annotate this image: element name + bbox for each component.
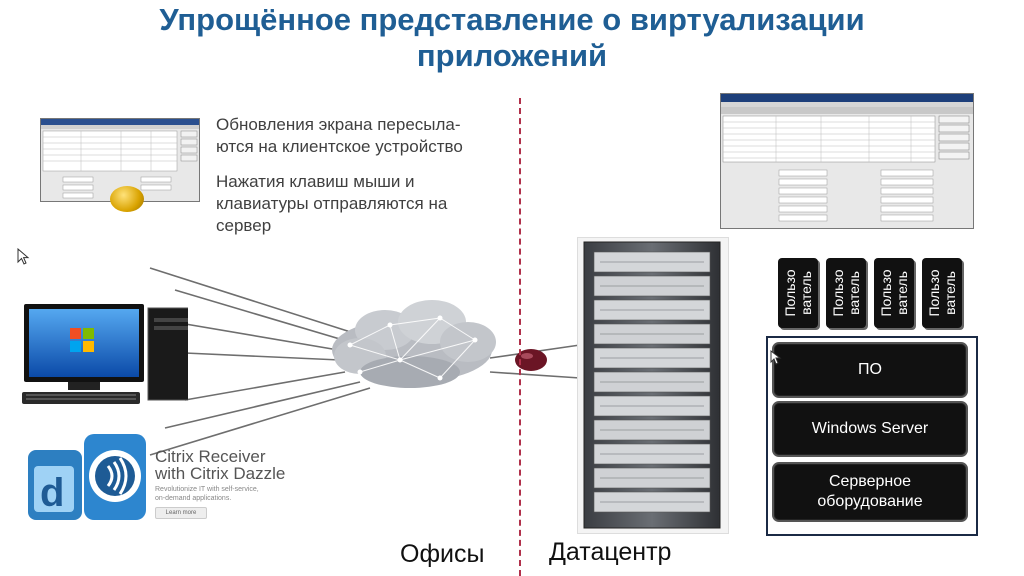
citrix-title-line-1: Citrix Receiver (155, 447, 266, 466)
user-label-3-line-1: Пользо (878, 269, 894, 317)
stack-layer-hardware: Серверное оборудование (772, 462, 968, 522)
title-line-2: приложений (416, 38, 608, 73)
cursor-icon (17, 248, 30, 265)
office-datacenter-divider (519, 98, 521, 576)
network-link (184, 371, 346, 401)
screen-updates-note: Обновления экрана пересыла- ются на клие… (216, 114, 516, 158)
svg-text:d: d (40, 471, 64, 515)
cursor-orb-icon (110, 186, 144, 212)
user-label-1-line-1: Пользо (782, 269, 798, 317)
app-window-graphic (41, 119, 199, 199)
user-label-2-line-1: Пользо (830, 269, 846, 317)
stack-layer-hardware-line-2: оборудование (817, 493, 923, 510)
citrix-title-line-2: with Citrix Dazzle (155, 464, 286, 483)
cloud-icon (332, 300, 496, 388)
server-app-window-thumbnail (720, 93, 974, 229)
user-label-1-line-2: ватель (798, 271, 814, 315)
stack-layer-application: ПО (772, 342, 968, 398)
stack-layer-os: Windows Server (772, 401, 968, 457)
stack-layer-hardware-line-1: Серверное (828, 473, 912, 490)
network-link (174, 289, 361, 346)
citrix-learn-more-button[interactable]: Learn more (155, 507, 207, 519)
title-line-1: Упрощённое представление о виртуализации (159, 2, 865, 37)
user-label-4-line-1: Пользо (926, 269, 942, 317)
input-events-line-3: сервер (216, 216, 272, 235)
desktop-pc-icon (22, 304, 188, 404)
offices-label: Офисы (400, 540, 485, 568)
network-link (164, 381, 361, 429)
network-link (149, 387, 371, 456)
citrix-promo: Citrix Receiver with Citrix Dazzle Revol… (155, 448, 325, 519)
stack-layer-application-label: ПО (858, 361, 882, 378)
screen-updates-line-1: Обновления экрана пересыла- (216, 115, 461, 134)
input-events-line-1: Нажатия клавиш мыши и (216, 172, 415, 191)
user-label-4-line-2: ватель (942, 271, 958, 315)
user-label-2-line-2: ватель (846, 271, 862, 315)
slide-title: Упрощённое представление о виртуализации… (0, 2, 1024, 74)
cursor-icon (770, 350, 782, 365)
citrix-app-icon: d (28, 434, 146, 520)
citrix-tagline-line-2: on-demand applications. (155, 495, 232, 502)
network-link (184, 352, 341, 361)
citrix-tagline-line-1: Revolutionize IT with self-service, (155, 486, 259, 493)
stack-layer-os-label: Windows Server (811, 420, 929, 437)
network-link (149, 267, 361, 336)
user-label-3-line-2: ватель (894, 271, 910, 315)
windows-logo (70, 328, 94, 352)
screen-updates-line-2: ются на клиентское устройство (216, 137, 463, 156)
network-link (489, 371, 581, 379)
input-events-line-2: клавиатуры отправляются на (216, 194, 448, 213)
client-app-window-thumbnail (40, 118, 200, 202)
datacenter-label: Датацентр (549, 538, 672, 566)
server-app-window-graphic (721, 94, 973, 222)
input-events-note: Нажатия клавиш мыши и клавиатуры отправл… (216, 171, 516, 237)
server-rack-icon (583, 241, 721, 529)
